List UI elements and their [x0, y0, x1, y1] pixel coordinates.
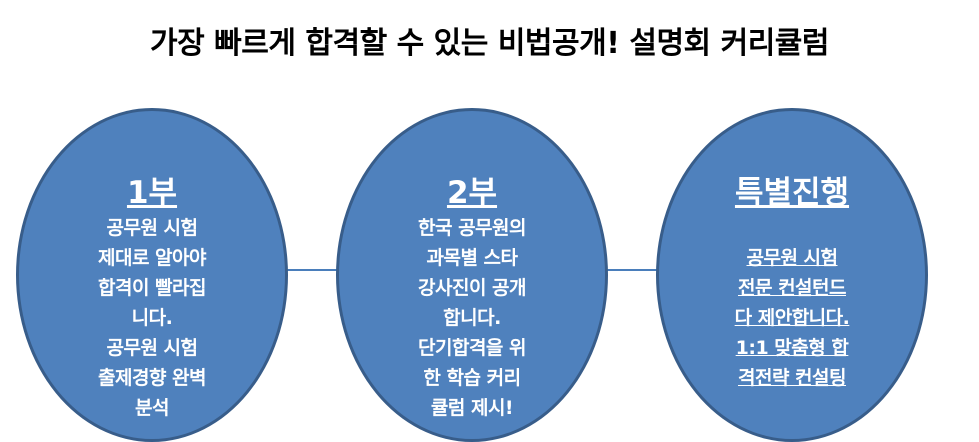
part-heading: 특별진행 — [734, 175, 850, 211]
connector-line — [285, 269, 340, 271]
part-line: 다 제안합니다. — [734, 307, 850, 329]
part-line: 공무원 시험 — [746, 247, 838, 269]
part-line: 제대로 알아야 — [98, 247, 207, 269]
part-1-ellipse: 1부 공무원 시험 제대로 알아야 합격이 빨라집 니다. 공무원 시험 출제경… — [16, 108, 288, 442]
part-heading: 1부 — [126, 175, 178, 211]
part-2-ellipse: 2부 한국 공무원의 과목별 스타 강사진이 공개 합니다. 단기합격을 위 한… — [336, 108, 608, 442]
part-line: 강사진이 공개 — [418, 277, 527, 299]
part-line: 격전략 컨설팅 — [738, 367, 847, 389]
part-line: 합격이 빨라집 — [98, 277, 207, 299]
part-line: 과목별 스타 — [426, 247, 518, 269]
part-line: 전문 컨설턴드 — [738, 277, 847, 299]
part-line: 출제경향 완벽 — [98, 367, 207, 389]
part-line: 한 학습 커리 — [423, 367, 521, 389]
part-line: 단기합격을 위 — [418, 337, 527, 359]
part-line: 합니다. — [443, 307, 501, 329]
part-line: 한국 공무원의 — [418, 217, 527, 239]
part-heading: 2부 — [446, 175, 498, 211]
part-line: 분석 — [135, 397, 169, 419]
connector-line — [605, 269, 660, 271]
part-line: 1:1 맞춤형 합 — [735, 337, 849, 359]
part-line: 니다. — [131, 307, 173, 329]
special-session-ellipse: 특별진행 공무원 시험 전문 컨설턴드 다 제안합니다. 1:1 맞춤형 합 격… — [656, 108, 928, 442]
part-line: 큘럼 제시! — [430, 397, 514, 419]
part-line: 공무원 시험 — [106, 337, 198, 359]
part-line: 공무원 시험 — [106, 217, 198, 239]
page-title: 가장 빠르게 합격할 수 있는 비법공개! 설명회 커리큘럼 — [150, 26, 830, 61]
